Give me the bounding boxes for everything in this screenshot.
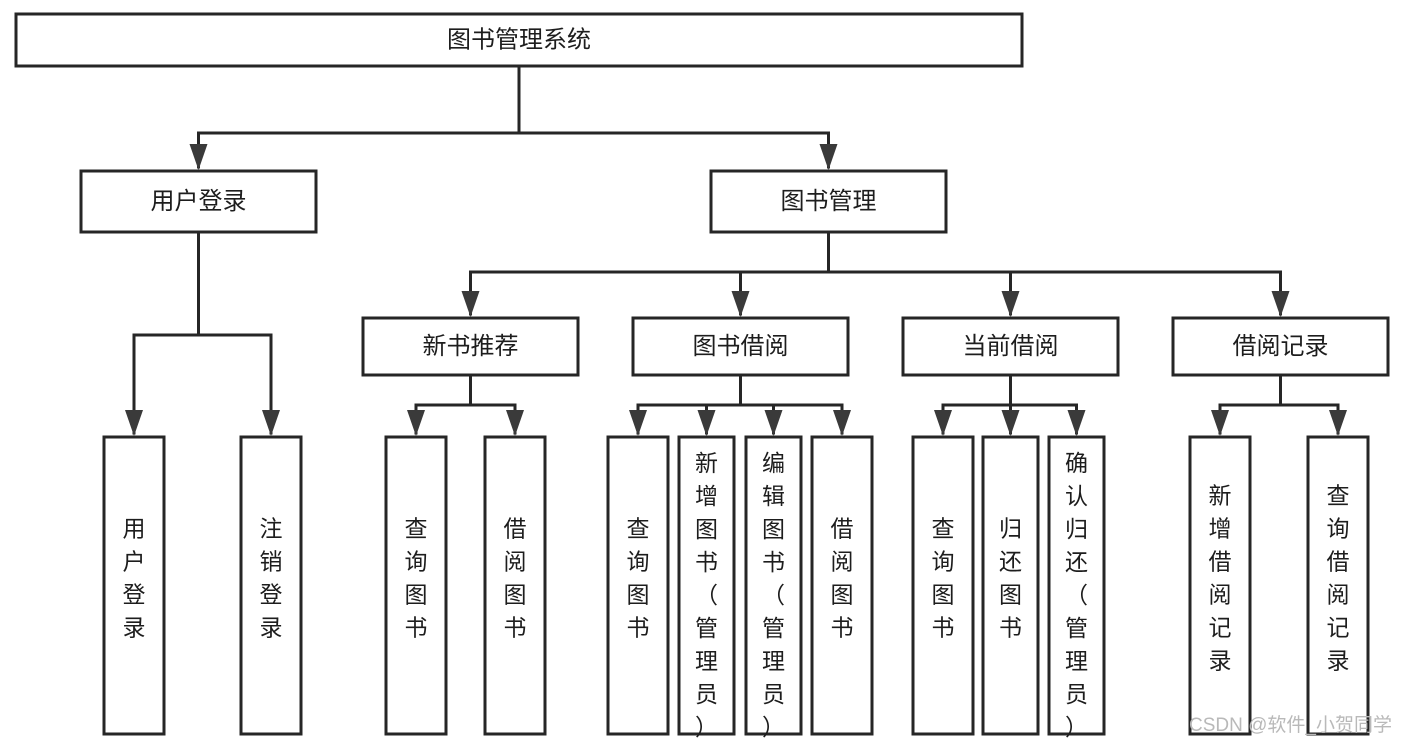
arrow-head-icon (506, 410, 524, 436)
node-box (677, 435, 736, 736)
arrow-head-icon (1001, 291, 1020, 317)
arrow-head-icon (1211, 410, 1229, 436)
arrow-head-icon (764, 410, 783, 436)
node-box (709, 169, 948, 234)
arrow-head-icon (407, 410, 425, 436)
arrow-head-icon (819, 144, 838, 170)
node-label: 图书借阅 (693, 333, 789, 360)
node-leaf-add-book[interactable]: 新增图书（管理员） (677, 435, 736, 740)
node-book-manage[interactable]: 图书管理 (709, 169, 948, 234)
node-current-borrow[interactable]: 当前借阅 (901, 316, 1120, 377)
node-label: 新增图书（管理员） (695, 450, 718, 740)
arrow-head-icon (833, 410, 851, 436)
arrow-head-icon (1001, 410, 1020, 436)
node-leaf-confirm-return[interactable]: 确认归还（管理员） (1047, 435, 1106, 740)
node-box (606, 435, 670, 736)
node-label: 当前借阅 (963, 333, 1059, 360)
node-label: 编辑图书（管理员） (762, 450, 785, 740)
node-leaf-query-book-2[interactable]: 查询图书 (606, 435, 670, 736)
arrow-head-icon (262, 410, 280, 436)
node-box (14, 12, 1024, 68)
node-user-login[interactable]: 用户登录 (79, 169, 318, 234)
node-leaf-query-book-1[interactable]: 查询图书 (384, 435, 448, 736)
node-box (981, 435, 1040, 736)
node-label: 图书管理 (781, 188, 877, 215)
arrow-head-icon (461, 291, 480, 317)
arrow-head-icon (629, 410, 647, 436)
node-label: 归还图书 (999, 516, 1022, 641)
node-label: 借阅图书 (504, 516, 527, 641)
arrow-head-icon (1329, 410, 1347, 436)
node-leaf-edit-book[interactable]: 编辑图书（管理员） (744, 435, 803, 740)
node-label: 查询借阅记录 (1327, 483, 1350, 674)
arrow-head-icon (189, 144, 208, 170)
node-root[interactable]: 图书管理系统 (14, 12, 1024, 68)
node-book-borrow[interactable]: 图书借阅 (631, 316, 850, 377)
arrow-head-icon (1271, 291, 1290, 317)
arrow-head-icon (731, 291, 750, 317)
arrow-head-icon (1067, 410, 1086, 436)
csdn-watermark: CSDN @软件_小贺同学 (1189, 714, 1392, 736)
arrow-head-icon (697, 410, 716, 436)
node-label: 查询图书 (405, 516, 428, 641)
node-box (1171, 316, 1390, 377)
node-box (911, 435, 975, 736)
node-box (361, 316, 580, 377)
node-box (483, 435, 547, 736)
node-label: 注销登录 (260, 516, 283, 641)
node-box (901, 316, 1120, 377)
node-label: 查询图书 (932, 516, 955, 641)
node-box (102, 435, 166, 736)
node-leaf-logout[interactable]: 注销登录 (239, 435, 303, 736)
node-label: 图书管理系统 (447, 26, 591, 53)
node-leaf-user-login[interactable]: 用户登录 (102, 435, 166, 736)
node-leaf-borrow-book-2[interactable]: 借阅图书 (810, 435, 874, 736)
node-box (1047, 435, 1106, 736)
node-label: 查询图书 (627, 516, 650, 641)
node-box (744, 435, 803, 736)
node-new-book-recommend[interactable]: 新书推荐 (361, 316, 580, 377)
node-leaf-return-book[interactable]: 归还图书 (981, 435, 1040, 736)
node-label: 确认归还（管理员） (1065, 450, 1088, 740)
node-leaf-query-book-3[interactable]: 查询图书 (911, 435, 975, 736)
connector-layer (125, 64, 1347, 436)
node-label: 新书推荐 (423, 333, 519, 360)
node-leaf-add-borrow-record[interactable]: 新增借阅记录 (1188, 435, 1252, 736)
node-box (631, 316, 850, 377)
node-box (239, 435, 303, 736)
node-leaf-query-borrow-record[interactable]: 查询借阅记录 (1306, 435, 1370, 736)
node-box (1306, 435, 1370, 736)
node-label: 用户登录 (123, 516, 146, 641)
node-box (810, 435, 874, 736)
node-label: 用户登录 (151, 188, 247, 215)
node-label: 新增借阅记录 (1209, 483, 1232, 674)
node-leaf-borrow-book-1[interactable]: 借阅图书 (483, 435, 547, 736)
node-box (1188, 435, 1252, 736)
arrow-head-icon (125, 410, 143, 436)
node-box (384, 435, 448, 736)
node-layer: 图书管理系统用户登录图书管理新书推荐图书借阅当前借阅借阅记录用户登录注销登录查询… (14, 12, 1390, 740)
node-label: 借阅记录 (1233, 333, 1329, 360)
arrow-head-icon (934, 410, 952, 436)
node-borrow-record[interactable]: 借阅记录 (1171, 316, 1390, 377)
node-box (79, 169, 318, 234)
node-label: 借阅图书 (831, 516, 854, 641)
